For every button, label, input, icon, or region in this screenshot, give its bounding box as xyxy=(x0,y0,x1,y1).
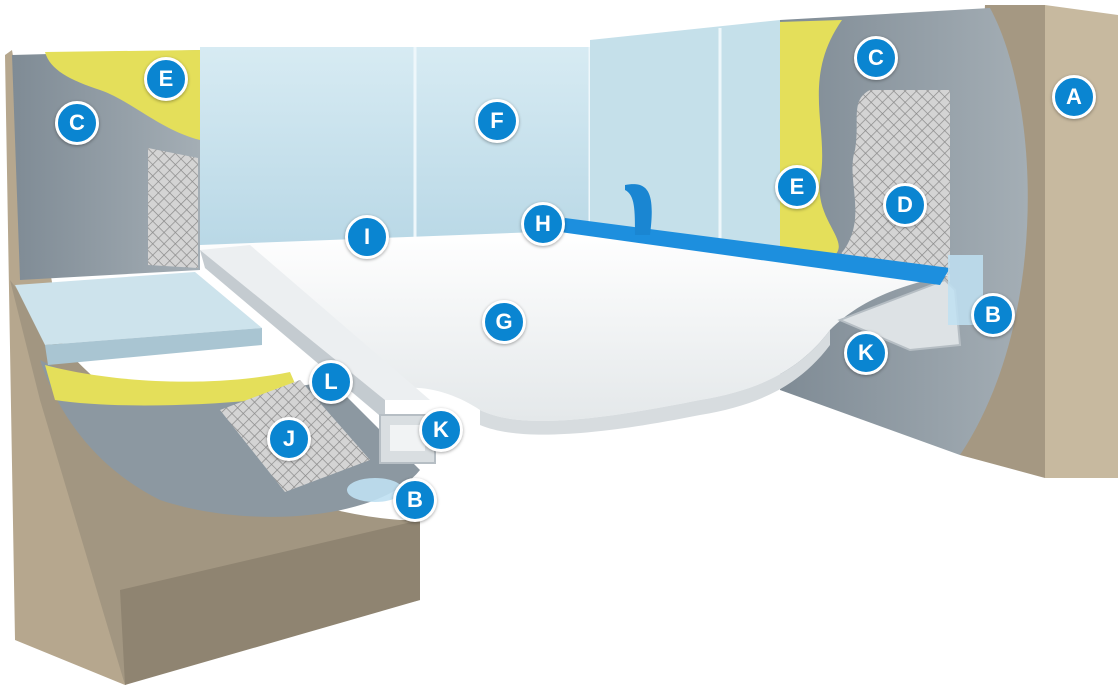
label-k-profile-right: K xyxy=(844,331,888,375)
left-floor-board xyxy=(15,272,262,365)
label-d-mesh: D xyxy=(883,183,927,227)
label-h-tape: H xyxy=(521,202,565,246)
label-b-sealant-right: B xyxy=(971,293,1015,337)
label-a-substrate: A xyxy=(1052,75,1096,119)
left-floor-adhesive xyxy=(45,365,300,406)
left-mesh-layer xyxy=(148,148,198,268)
label-g-tray: G xyxy=(482,300,526,344)
label-k-profile-left: K xyxy=(419,408,463,452)
label-c-render-left: C xyxy=(55,101,99,145)
label-c-render-right: C xyxy=(854,36,898,80)
label-e-adhesive-right: E xyxy=(775,165,819,209)
label-l-edge: L xyxy=(309,360,353,404)
sealant-left xyxy=(347,478,403,502)
label-e-adhesive-left: E xyxy=(144,57,188,101)
label-b-sealant-left: B xyxy=(393,478,437,522)
label-i-trim: I xyxy=(345,215,389,259)
label-f-panels: F xyxy=(475,99,519,143)
waterproof-tape xyxy=(560,184,950,285)
label-j-mesh: J xyxy=(267,417,311,461)
